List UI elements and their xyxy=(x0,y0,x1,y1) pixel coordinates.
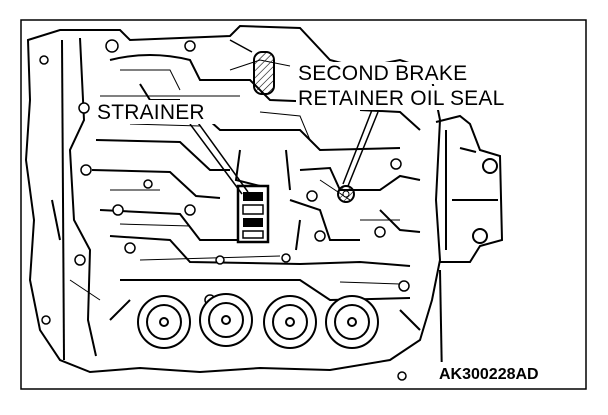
upper-slot xyxy=(229,39,275,95)
seal-label-line2: RETAINER OIL SEAL xyxy=(298,87,504,110)
code-label-bg xyxy=(434,362,564,384)
strainer-component xyxy=(236,184,270,244)
bolt-holes xyxy=(39,39,410,381)
piston-2 xyxy=(199,293,253,347)
strainer-label-bg xyxy=(94,100,222,124)
leader-lines xyxy=(189,109,379,195)
figure-code: AK300228AD xyxy=(439,366,539,383)
piston-1 xyxy=(137,295,191,349)
valve-channels xyxy=(69,59,401,301)
seal-label-line1: SECOND BRAKE xyxy=(298,62,467,85)
figure-border xyxy=(20,19,587,390)
piston-3 xyxy=(263,295,317,349)
seal-leader xyxy=(347,111,379,187)
strainer-leader xyxy=(195,119,249,193)
seal-label-bg-1 xyxy=(296,62,528,84)
accumulator-pistons xyxy=(137,293,379,349)
oil-seal-component xyxy=(337,185,355,203)
strainer-label: STRAINER xyxy=(97,101,205,124)
seal-label-bg-2 xyxy=(296,86,534,110)
side-cover xyxy=(435,114,504,381)
piston-4 xyxy=(325,295,379,349)
